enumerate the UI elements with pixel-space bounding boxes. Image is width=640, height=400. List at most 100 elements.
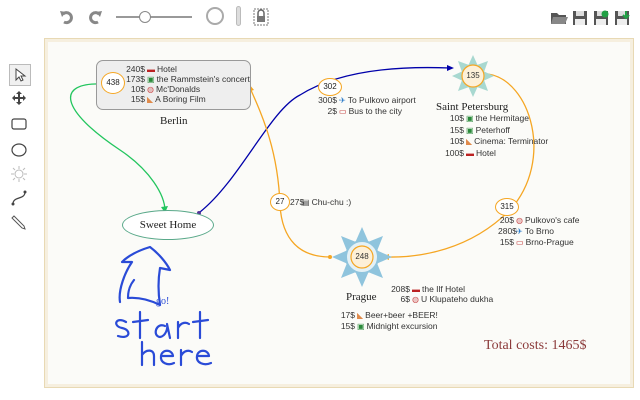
sun-core-prague — [350, 245, 374, 269]
rectangle-tool[interactable] — [9, 114, 29, 134]
zoom-slider[interactable] — [116, 11, 192, 23]
cost-value: 10$ — [449, 136, 464, 146]
cost-item[interactable]: 300$✈To Pulkovo airport — [317, 95, 427, 106]
pointer-tool[interactable] — [9, 64, 31, 86]
cost-item[interactable]: 20$◍Pulkovo's cafe — [498, 215, 608, 226]
train-icon: ▤ — [302, 198, 310, 207]
cost-item[interactable]: 280$✈To Brno — [498, 226, 608, 237]
undo-button[interactable] — [58, 8, 76, 26]
ellipse-tool[interactable] — [9, 140, 29, 160]
connector-icon — [11, 190, 27, 206]
undo-icon — [60, 11, 73, 25]
money-icon: ▣ — [466, 125, 474, 135]
cost-label: Peterhoff — [475, 124, 510, 135]
edge-spb-prague-count: 315 — [495, 198, 519, 216]
cost-item[interactable]: 10$▣the Hermitage — [440, 113, 570, 125]
cost-item[interactable]: 2$▭Bus to the city — [317, 106, 427, 117]
cost-item[interactable]: 100$▬Hotel — [440, 148, 570, 160]
money-icon: ▣ — [357, 322, 365, 331]
zoom-slider-handle[interactable] — [139, 11, 152, 23]
cost-item[interactable]: 173$▣the Rammstein's concert — [123, 74, 250, 84]
open-file-button[interactable] — [550, 9, 568, 27]
cost-label: U Klupateho dukha — [420, 294, 494, 304]
export-button[interactable] — [614, 9, 630, 27]
cost-item[interactable]: 15$▣Peterhoff — [440, 125, 570, 137]
cost-item[interactable]: 10$◣Cinema: Terminator — [440, 136, 570, 148]
cost-value: 17$ — [340, 310, 355, 320]
cost-value: 173$ — [126, 74, 145, 84]
cost-label: Cinema: Terminator — [474, 136, 549, 146]
sun-spb[interactable] — [452, 55, 494, 97]
pencil-tool[interactable] — [9, 212, 29, 232]
sun-prague[interactable] — [332, 227, 392, 287]
cost-item[interactable]: 17$◣Beer+beer +BEER! — [339, 310, 479, 321]
cost-value: 2$ — [327, 106, 337, 116]
cost-label: Hotel — [476, 147, 496, 158]
cost-label: Chu-chu :) — [311, 197, 352, 207]
bed-icon: ▬ — [412, 285, 420, 294]
cost-value: 280$ — [498, 226, 517, 236]
cost-value: 10$ — [449, 113, 464, 123]
cost-item[interactable]: 10$◍Mc'Donalds — [123, 84, 247, 94]
node-berlin[interactable] — [96, 60, 251, 110]
cost-item[interactable]: 27$▤Chu-chu :) — [290, 197, 380, 207]
cost-value: 15$ — [449, 124, 464, 135]
arrow-head-spb — [447, 65, 454, 71]
cost-label: the Ilf Hotel — [422, 284, 465, 294]
cost-value: 15$ — [130, 94, 145, 104]
zoom-slider-track — [116, 16, 192, 18]
cost-value: 15$ — [340, 321, 355, 331]
handwritten-go-text: go! — [156, 296, 170, 307]
cost-value: 20$ — [499, 215, 514, 225]
cost-item[interactable]: 15$▭Brno-Prague — [498, 237, 608, 248]
pointer-icon — [15, 68, 27, 82]
cinema-icon: ◣ — [147, 95, 154, 104]
redo-button[interactable] — [86, 8, 104, 26]
node-sweet-home[interactable]: Sweet Home — [122, 210, 214, 240]
connector-tool[interactable] — [9, 188, 29, 208]
cost-item[interactable]: 15$▣Midnight excursion — [339, 321, 479, 332]
cost-item[interactable]: 15$◣A Boring Film — [123, 94, 247, 104]
cost-item[interactable]: 208$▬the Ilf Hotel — [390, 284, 530, 294]
save-button[interactable] — [572, 9, 588, 27]
edge-berlin-spb-count: 302 — [318, 78, 342, 96]
folder-icon — [551, 13, 568, 24]
handwritten-start-text — [115, 310, 210, 340]
cost-value: 300$ — [318, 95, 337, 105]
node-berlin-label: Berlin — [160, 115, 188, 127]
plane-icon: ✈ — [339, 96, 346, 105]
move-tool[interactable] — [9, 88, 29, 108]
cost-value: 27$ — [290, 197, 305, 207]
cost-label: To Brno — [524, 226, 554, 236]
floppy-download-icon — [615, 11, 630, 25]
edge-prague-berlin-items: 27$▤Chu-chu :) — [290, 197, 380, 207]
bus-icon: ▭ — [516, 238, 524, 247]
sun-core-spb — [461, 64, 485, 88]
total-costs: Total costs: 1465$ — [484, 338, 587, 353]
cost-label: To Pulkovo airport — [347, 95, 416, 105]
cost-label: Beer+beer +BEER! — [365, 310, 438, 320]
bus-icon: ▭ — [339, 107, 347, 116]
zoom-bar-indicator — [236, 6, 241, 26]
lock-button[interactable] — [253, 8, 269, 26]
edge-home-spb[interactable] — [199, 66, 451, 213]
edge-berlin-home[interactable] — [69, 83, 166, 212]
cost-item[interactable]: 6$◍U Klupateho dukha — [390, 294, 530, 304]
sun-tool[interactable] — [9, 164, 29, 184]
cost-label: Mc'Donalds — [155, 84, 201, 94]
edge-dot-prague — [328, 255, 332, 259]
bed-icon: ▬ — [147, 65, 155, 74]
money-icon: ▣ — [466, 114, 474, 123]
cost-item[interactable]: 240$▬Hotel — [123, 64, 247, 74]
sun-rays-prague — [332, 227, 392, 287]
money-icon: ▣ — [147, 75, 155, 84]
node-prague-items-bottom: 17$◣Beer+beer +BEER!15$▣Midnight excursi… — [339, 310, 479, 332]
toolbar — [0, 0, 640, 34]
cost-label: Pulkovo's cafe — [524, 215, 580, 225]
zoom-circle-indicator — [206, 7, 224, 25]
cost-value: 208$ — [391, 284, 410, 294]
save-as-button[interactable] — [593, 9, 609, 27]
